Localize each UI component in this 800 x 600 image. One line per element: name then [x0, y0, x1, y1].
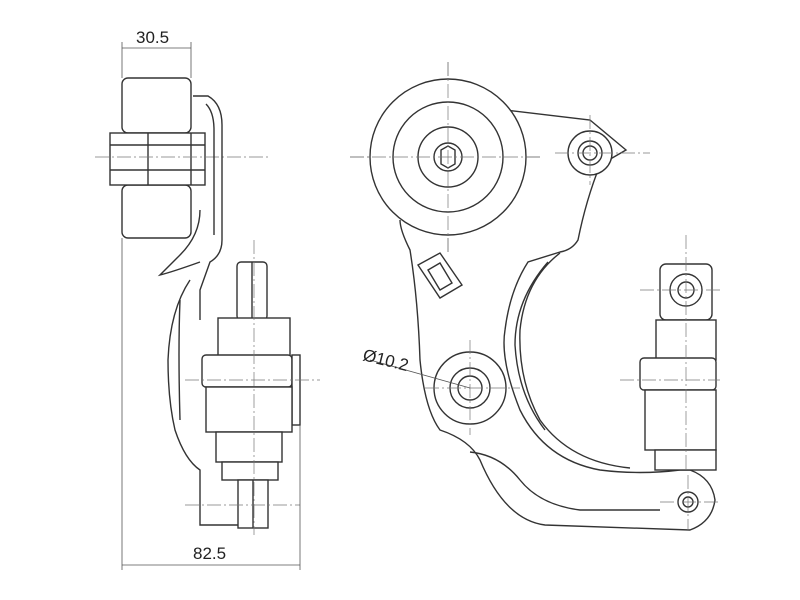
pulley-front: [350, 62, 540, 252]
dimension-top-width: 30.5: [121, 28, 192, 78]
dimension-label-top: 30.5: [136, 28, 169, 47]
arm-plate: [399, 109, 716, 531]
pulley-side: [95, 77, 270, 239]
front-view: Ø10.2: [350, 62, 720, 531]
arm-side-outline: [157, 95, 240, 526]
dimension-bottom-width: 82.5: [121, 238, 301, 570]
cylinder-front: [620, 235, 720, 471]
cylinder-side: [185, 240, 320, 535]
side-view: 30.5: [95, 28, 320, 570]
upper-pivot-hole: [555, 115, 650, 185]
main-pivot-hole: Ø10.2: [361, 340, 520, 435]
square-slot: [416, 252, 464, 299]
lower-end-hole: [660, 475, 720, 530]
hole-diameter-label: Ø10.2: [361, 345, 411, 375]
dimension-label-bottom: 82.5: [193, 544, 226, 563]
